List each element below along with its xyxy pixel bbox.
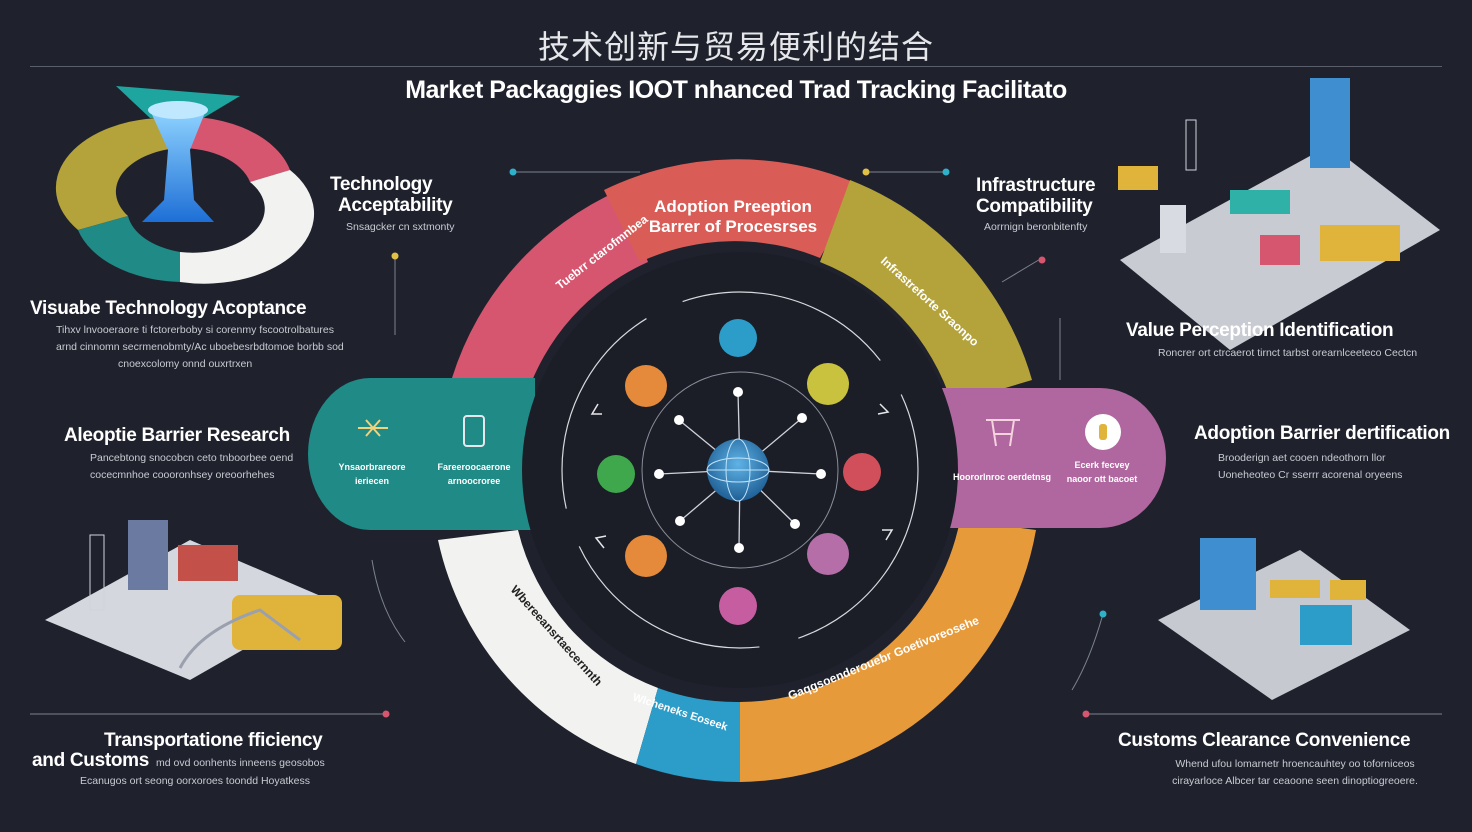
ring-segment-blue	[636, 688, 740, 783]
value-title: Value Perception Identification	[1126, 320, 1394, 341]
port-logistics-icon	[45, 520, 342, 680]
transport-title-line1: Transportatione fficiency	[104, 730, 323, 751]
customs-title: Customs Clearance Convenience	[1118, 730, 1411, 751]
adoptie-title: Aleoptie Barrier Research	[64, 425, 290, 446]
hourglass-funnel-icon	[55, 86, 315, 284]
purple-pill	[940, 388, 1166, 528]
page-title-cn: 技术创新与贸易便利的结合	[537, 28, 934, 66]
adoptie-text: Pancebtong snocobcn ceto tnboorbee oend …	[90, 452, 294, 481]
adoption-title: Adoption Barrier dertification	[1194, 423, 1450, 444]
visuabe-text: Tihxv lnvooeraore ti fctorerboby si core…	[56, 324, 344, 370]
transport-text-2: Ecanugos ort seong oorxoroes toondd Hoya…	[80, 775, 310, 787]
ring-segment-white	[438, 530, 658, 764]
warehouse-logistics-icon	[1158, 538, 1410, 700]
tech-accept-sub: Snsagcker cn sxtmonty	[346, 221, 455, 233]
tower-icon	[986, 419, 1020, 447]
teal-pill	[308, 378, 535, 530]
adoption-text: Brooderign aet cooen ndeothorn llor Uone…	[1218, 452, 1403, 481]
infra-title: Infrastructure Compatibility	[976, 175, 1096, 217]
value-sub: Roncrer ort ctrcaerot tirnct tarbst orea…	[1158, 347, 1418, 359]
transport-title-line2: and Customs	[32, 750, 150, 771]
infra-sub: Aorrnign beronbitenfty	[984, 221, 1088, 233]
customs-text: Whend ufou lomarnetr hroencauhtey oo tof…	[1172, 758, 1418, 787]
phone-icon	[463, 415, 485, 447]
svg-text:arnoocroree: arnoocroree	[448, 476, 501, 486]
ring-segment-orange	[740, 520, 1036, 782]
page-title-en: Market Packaggies IOOT nhanced Trad Trac…	[405, 76, 1067, 104]
transport-text-1: md ovd oonhents inneens geosobos	[156, 757, 325, 769]
header-divider	[30, 66, 1442, 67]
svg-text:Fareeroocaerone: Fareeroocaerone	[437, 462, 510, 472]
visuabe-title: Visuabe Technology Acoptance	[30, 298, 307, 319]
drone-icon	[358, 419, 388, 437]
svg-text:Hoororlnroc oerdetnsg: Hoororlnroc oerdetnsg	[953, 472, 1051, 482]
ring-segment-olive	[820, 180, 1032, 404]
svg-text:Ynsaorbrareore: Ynsaorbrareore	[338, 462, 405, 472]
ring-top-line1: Adoption Preeption	[654, 197, 812, 216]
city-logistics-icon	[1118, 78, 1440, 350]
ring-top-line2: Barrer of Procesrses	[649, 217, 817, 236]
svg-text:Ecerk fecvey: Ecerk fecvey	[1074, 460, 1129, 470]
svg-text:ieriecen: ieriecen	[355, 476, 389, 486]
tech-accept-title: Technology Acceptability	[330, 174, 453, 216]
ring-segment-top	[604, 159, 860, 262]
svg-text:naoor ott bacoet: naoor ott bacoet	[1067, 474, 1138, 484]
ring-segment-red	[452, 190, 648, 400]
